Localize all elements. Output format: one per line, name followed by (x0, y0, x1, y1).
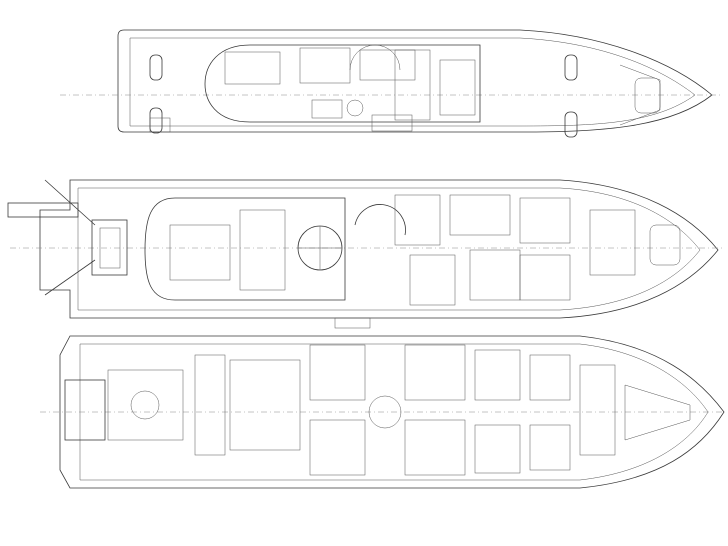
lower-deck-hull (59, 335, 725, 489)
upper-deck-plan (60, 29, 720, 138)
swim-platform (64, 379, 106, 441)
upper-deck-hull (117, 29, 713, 133)
lower-deck-plan (40, 335, 725, 489)
main-saloon-outline (144, 197, 346, 301)
main-deck-plan (7, 179, 724, 329)
main-deck-hull (39, 179, 719, 319)
upper-saloon-outline (204, 44, 481, 123)
